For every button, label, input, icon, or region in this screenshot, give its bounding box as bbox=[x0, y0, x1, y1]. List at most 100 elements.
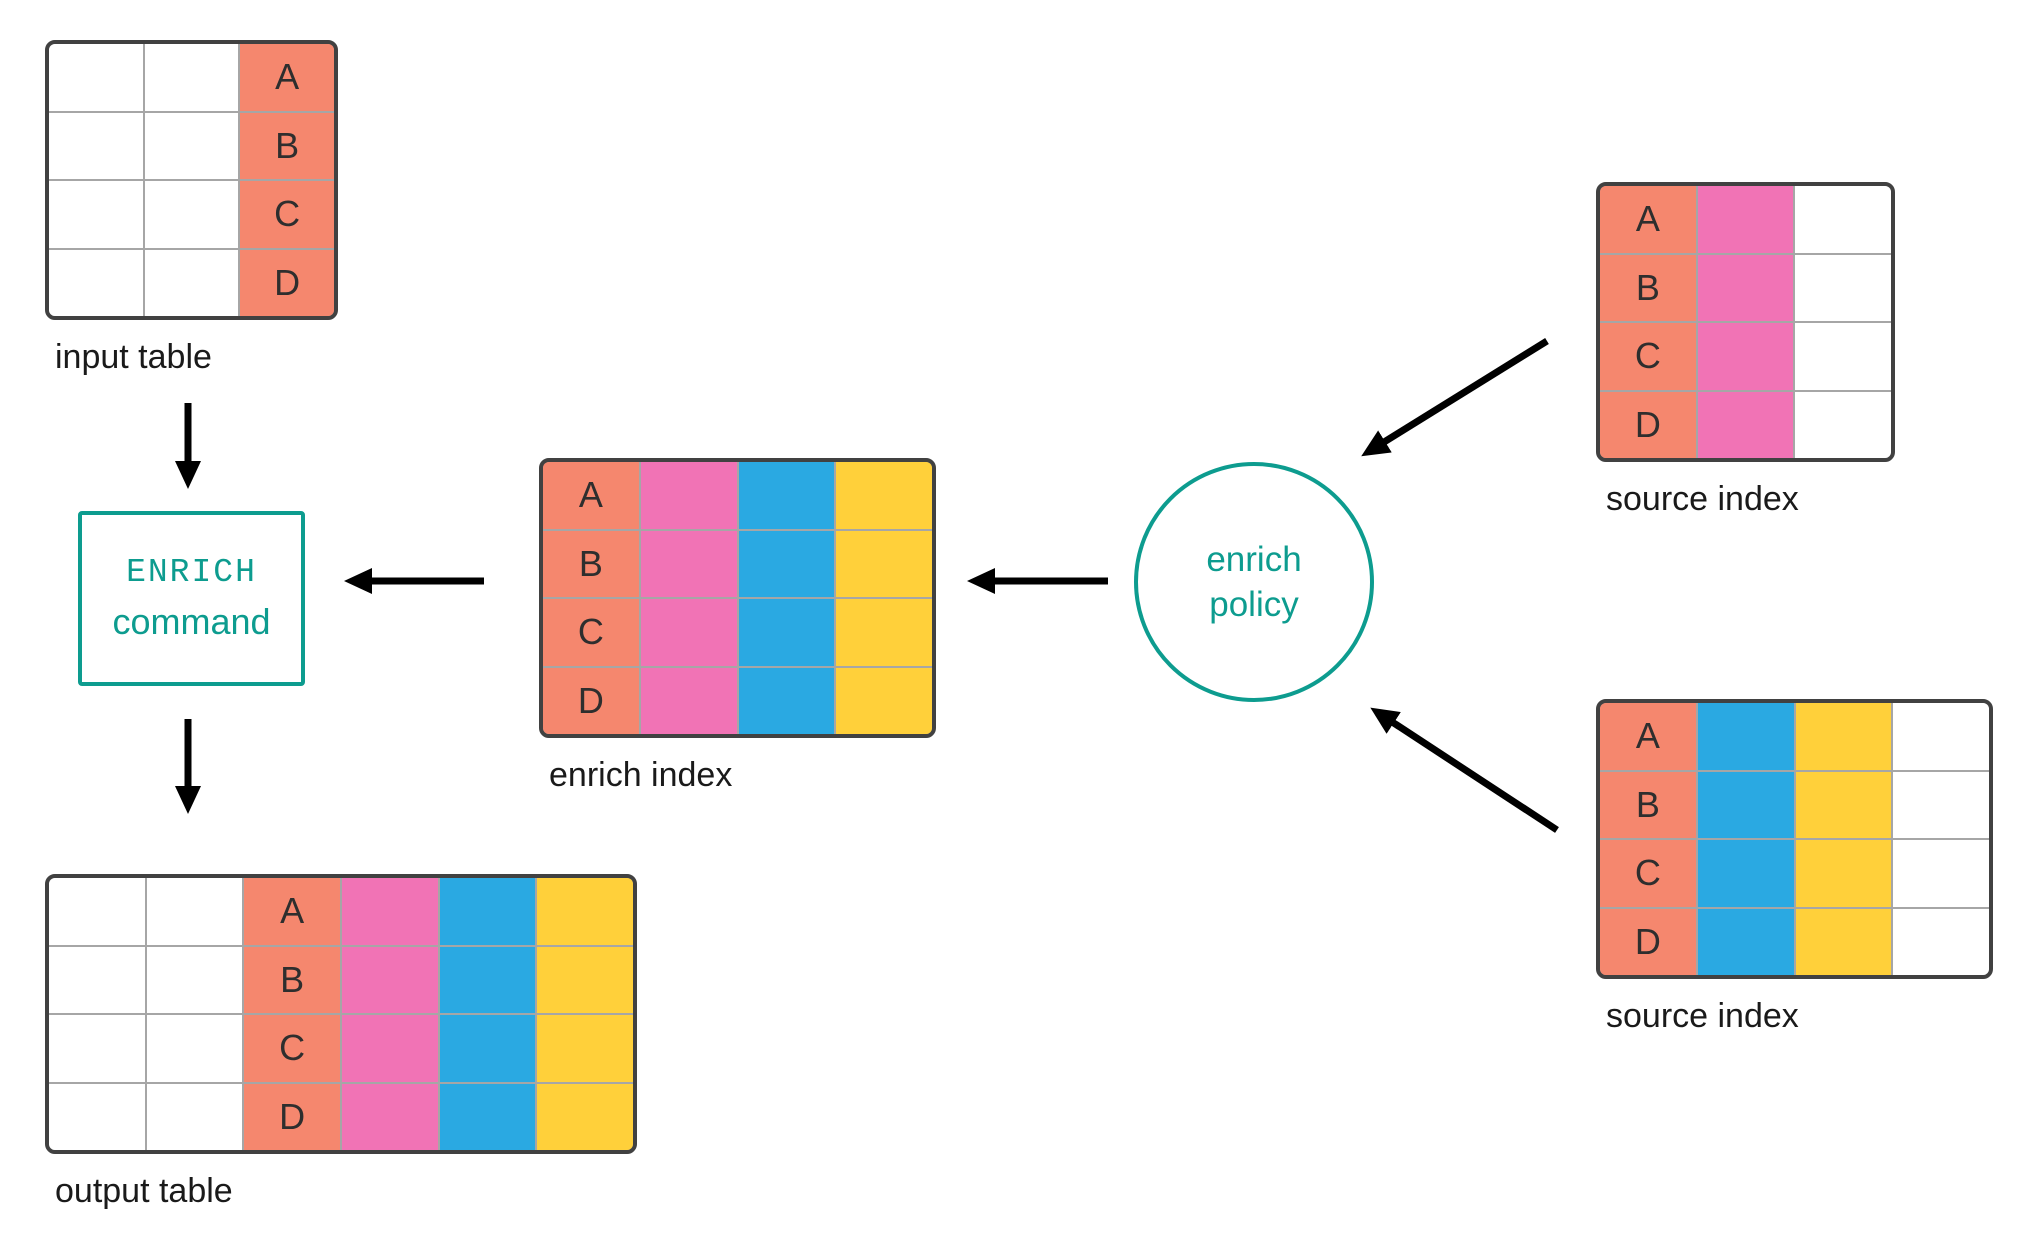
table-cell: C bbox=[244, 1015, 340, 1082]
enrich-command-keyword: ENRICH bbox=[126, 554, 257, 591]
table-cell bbox=[341, 878, 438, 945]
table-cell bbox=[1893, 703, 1989, 770]
table-cell bbox=[1795, 254, 1891, 321]
table-cell: A bbox=[1600, 186, 1696, 253]
table-cell bbox=[537, 878, 633, 945]
table-cell bbox=[1893, 771, 1989, 838]
table-cell bbox=[1795, 391, 1891, 458]
enrich-index-label: enrich index bbox=[549, 756, 733, 794]
table-cell bbox=[146, 878, 243, 945]
table-cell bbox=[537, 1015, 633, 1082]
arrow-source-index-bottom-to-enrich-policy bbox=[1370, 707, 1559, 833]
table-cell bbox=[640, 667, 737, 734]
table-cell bbox=[836, 667, 932, 734]
source-index-bottom-label: source index bbox=[1606, 997, 1799, 1035]
table-cell bbox=[1893, 840, 1989, 907]
enrich-command-word: command bbox=[112, 601, 271, 642]
table-cell bbox=[1697, 703, 1794, 770]
table-cell: B bbox=[543, 530, 639, 597]
table-cell: D bbox=[1600, 908, 1696, 975]
table-cell bbox=[146, 1083, 243, 1150]
table-cell: B bbox=[240, 112, 334, 179]
table-cell: B bbox=[1600, 254, 1696, 321]
table-cell bbox=[49, 878, 145, 945]
table-cell bbox=[49, 181, 143, 248]
source-index-top-label: source index bbox=[1606, 480, 1799, 518]
table-cell bbox=[144, 44, 239, 111]
arrow-source-index-top-to-enrich-policy bbox=[1361, 338, 1549, 457]
table-cell: C bbox=[240, 181, 334, 248]
table-cell: C bbox=[1600, 840, 1696, 907]
table-cell bbox=[738, 462, 835, 529]
table-cell: D bbox=[240, 249, 334, 316]
table-cell bbox=[738, 667, 835, 734]
table-cell: B bbox=[1600, 771, 1696, 838]
output-table-label: output table bbox=[55, 1172, 233, 1210]
table-cell bbox=[640, 462, 737, 529]
table-cell bbox=[1795, 323, 1891, 390]
table-cell bbox=[439, 878, 536, 945]
table-cell bbox=[836, 462, 932, 529]
table-cell: A bbox=[244, 878, 340, 945]
table-cell bbox=[341, 1015, 438, 1082]
table-cell bbox=[1697, 771, 1794, 838]
table-cell bbox=[1697, 908, 1794, 975]
table-cell bbox=[49, 44, 143, 111]
table-cell bbox=[1795, 840, 1892, 907]
table-cell bbox=[640, 599, 737, 666]
table-cell bbox=[738, 530, 835, 597]
table-cell bbox=[49, 1083, 145, 1150]
table-cell bbox=[341, 946, 438, 1013]
table-cell bbox=[1795, 908, 1892, 975]
table-cell bbox=[144, 181, 239, 248]
table-cell: D bbox=[543, 667, 639, 734]
table-cell bbox=[1697, 186, 1794, 253]
enrich-policy-circle: enrich policy bbox=[1134, 462, 1374, 702]
table-cell bbox=[1893, 908, 1989, 975]
table-cell bbox=[1795, 186, 1891, 253]
table-cell: B bbox=[244, 946, 340, 1013]
table-cell bbox=[341, 1083, 438, 1150]
table-cell: D bbox=[244, 1083, 340, 1150]
table-cell bbox=[836, 530, 932, 597]
table-cell bbox=[49, 946, 145, 1013]
table-cell bbox=[537, 1083, 633, 1150]
table-cell bbox=[836, 599, 932, 666]
table-cell: D bbox=[1600, 391, 1696, 458]
table-cell bbox=[146, 1015, 243, 1082]
table-cell bbox=[1795, 771, 1892, 838]
table-cell bbox=[1697, 254, 1794, 321]
table-cell bbox=[1697, 840, 1794, 907]
table-cell: A bbox=[543, 462, 639, 529]
table-cell: A bbox=[1600, 703, 1696, 770]
table-cell bbox=[144, 112, 239, 179]
enrich-command-box: ENRICH command bbox=[78, 511, 305, 686]
table-cell: C bbox=[543, 599, 639, 666]
table-cell bbox=[439, 1015, 536, 1082]
table-cell bbox=[49, 112, 143, 179]
table-cell bbox=[1697, 391, 1794, 458]
enrich-policy-line2: policy bbox=[1209, 585, 1299, 624]
table-cell: A bbox=[240, 44, 334, 111]
table-cell bbox=[537, 946, 633, 1013]
table-cell bbox=[144, 249, 239, 316]
table-cell bbox=[738, 599, 835, 666]
table-cell bbox=[640, 530, 737, 597]
table-cell bbox=[439, 946, 536, 1013]
enrich-policy-line1: enrich bbox=[1206, 539, 1302, 579]
table-cell bbox=[49, 1015, 145, 1082]
table-cell: C bbox=[1600, 323, 1696, 390]
table-cell bbox=[439, 1083, 536, 1150]
input-table-label: input table bbox=[55, 338, 212, 376]
